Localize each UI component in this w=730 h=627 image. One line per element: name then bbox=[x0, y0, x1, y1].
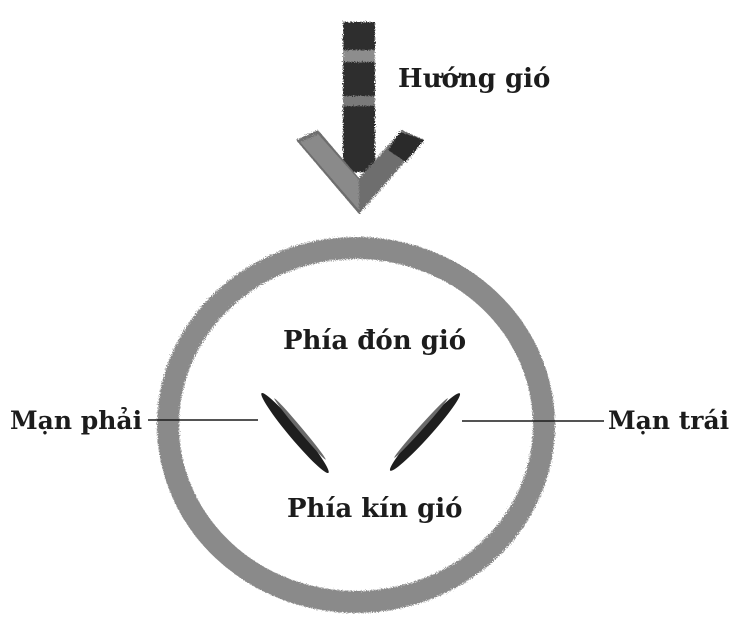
arrow-shaft-band bbox=[343, 50, 375, 62]
wind-arrow-icon bbox=[296, 22, 424, 214]
right-side-label: Mạn phải bbox=[10, 406, 142, 435]
right-side-blade bbox=[257, 389, 333, 476]
ring bbox=[168, 248, 544, 602]
left-side-blade bbox=[386, 389, 465, 474]
leeward-side-label: Phía kín gió bbox=[287, 494, 462, 524]
windward-side-label: Phía đón gió bbox=[283, 326, 466, 356]
arrow-shaft-band bbox=[343, 96, 375, 106]
wind-direction-label: Hướng gió bbox=[398, 64, 550, 94]
left-side-label: Mạn trái bbox=[608, 406, 729, 435]
